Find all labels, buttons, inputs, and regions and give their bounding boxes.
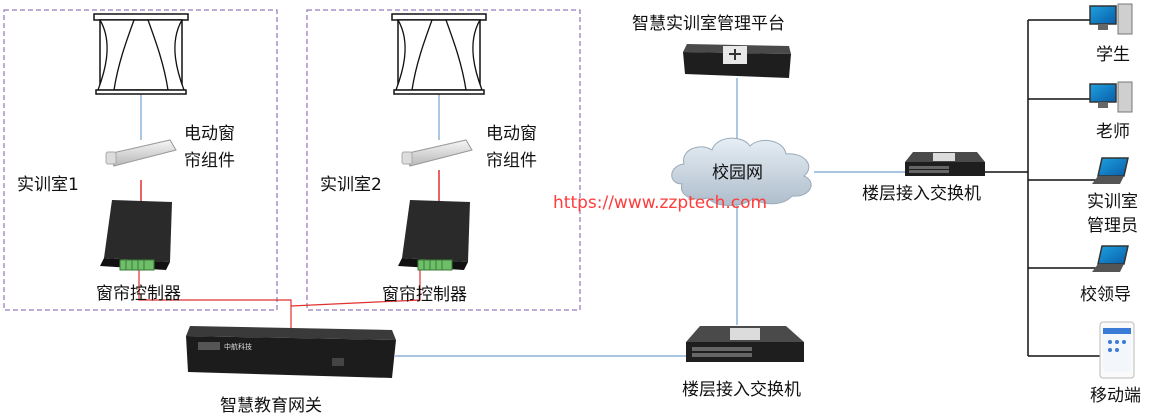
switch-bottom-label: 楼层接入交换机 [682,380,801,400]
controller-icon [100,200,172,271]
desktop-pc-icon [1089,81,1133,113]
links [138,19,1100,357]
curtain-motor-icon [105,139,177,167]
server-icon [683,44,791,78]
curtain-icon [93,13,189,95]
motor2-label-line2: 帘组件 [486,151,537,171]
gateway-icon: 中航科技 [186,326,396,378]
school-leader-label: 校领导 [1080,285,1131,305]
switch-icon [905,152,985,176]
lab-admin-label-line1: 实训室 [1087,192,1138,212]
room1-label: 实训室1 [17,175,79,195]
laptop-icon [1092,157,1129,184]
mobile-label: 移动端 [1090,386,1141,406]
lab-admin-label-line2: 管理员 [1087,216,1138,236]
switch-right-label: 楼层接入交换机 [862,184,981,204]
switch-icon [686,326,804,362]
campus-net-label: 校园网 [712,163,763,183]
controller2-label: 窗帘控制器 [382,285,467,305]
room2-label: 实训室2 [320,175,382,195]
controller-icon [398,200,470,271]
laptop-icon [1092,245,1129,272]
desktop-pc-icon [1089,3,1133,35]
website-url[interactable]: https://www.zzptech.com [553,193,768,213]
phone-icon [1099,321,1135,379]
room1-boundary [3,9,278,311]
gateway-brand: 中航科技 [224,342,252,351]
curtain-motor-icon [401,139,473,167]
student-label: 学生 [1096,45,1130,65]
motor1-label-line2: 帘组件 [184,151,235,171]
gateway-label: 智慧教育网关 [220,396,322,416]
cloud-icon [671,137,812,206]
controller1-label: 窗帘控制器 [96,284,181,304]
teacher-label: 老师 [1096,122,1130,142]
motor1-label-line1: 电动窗 [184,124,235,144]
platform-label: 智慧实训室管理平台 [632,14,785,34]
room2-boundary [306,9,581,311]
motor2-label-line1: 电动窗 [486,124,537,144]
curtain-icon [391,13,487,95]
